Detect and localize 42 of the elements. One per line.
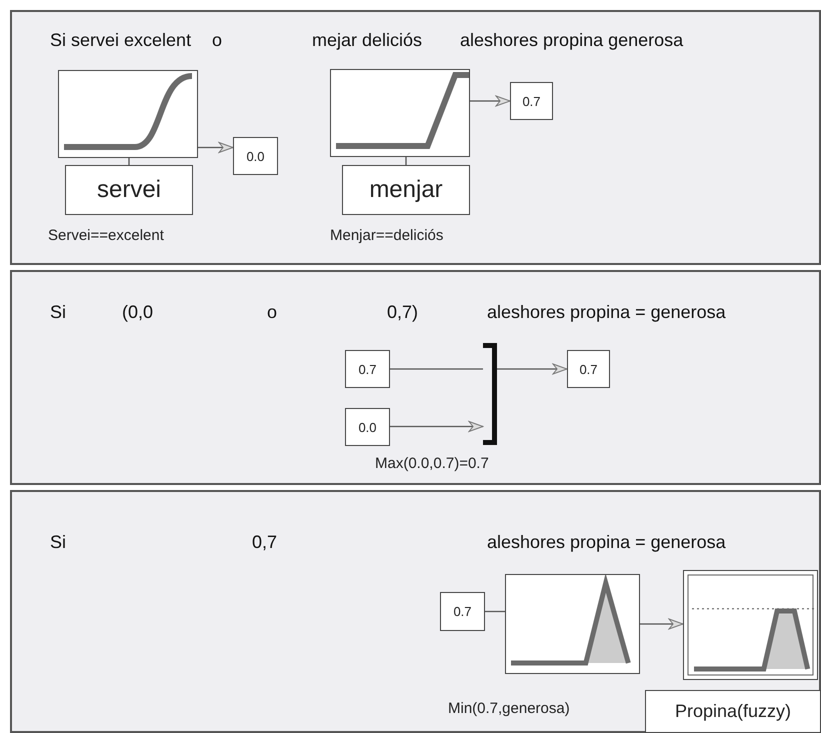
value-box: 0.7 xyxy=(510,82,553,120)
rule-text: (0,0 xyxy=(122,302,154,323)
value-box: 0.7 xyxy=(345,350,390,388)
rule-text: Si xyxy=(50,532,66,553)
arrow xyxy=(198,142,234,153)
membership-plot xyxy=(330,69,470,157)
variable-label: Propina(fuzzy) xyxy=(645,690,821,733)
rule-text: mejar deliciós xyxy=(312,30,422,51)
connector-line xyxy=(485,610,505,612)
variable-label: menjar xyxy=(342,165,470,215)
value-box: 0.7 xyxy=(440,592,485,631)
bracket xyxy=(483,343,497,445)
connector-line xyxy=(390,368,483,370)
rule-text: o xyxy=(267,302,278,323)
rule-text: aleshores propina generosa xyxy=(460,30,684,51)
rule-text: 0,7) xyxy=(387,302,418,323)
caption-text: Min(0.7,generosa) xyxy=(448,700,570,717)
membership-plot xyxy=(683,570,818,680)
variable-label: servei xyxy=(65,165,193,215)
caption-text: Menjar==deliciós xyxy=(330,227,444,244)
rule-text: Si servei excelent xyxy=(50,30,192,51)
value-box: 0.7 xyxy=(567,350,610,388)
arrow xyxy=(640,618,684,630)
rule-text: aleshores propina = generosa xyxy=(487,532,726,553)
rule-panel xyxy=(10,10,821,265)
connector-line xyxy=(405,157,407,165)
connector-line xyxy=(128,158,130,165)
arrow xyxy=(390,421,484,432)
caption-text: Servei==excelent xyxy=(48,227,164,244)
membership-plot xyxy=(58,70,198,158)
membership-plot xyxy=(505,574,640,674)
arrow xyxy=(470,96,510,106)
value-box: 0.0 xyxy=(233,137,278,175)
rule-panel xyxy=(10,270,821,485)
caption-text: Max(0.0,0.7)=0.7 xyxy=(375,455,489,472)
arrow xyxy=(497,364,568,374)
rule-text: 0,7 xyxy=(252,532,278,553)
rule-panel xyxy=(10,490,821,733)
rule-text: o xyxy=(212,30,222,51)
value-box: 0.0 xyxy=(345,408,390,446)
rule-text: Si xyxy=(50,302,66,323)
rule-text: aleshores propina = generosa xyxy=(487,302,726,323)
